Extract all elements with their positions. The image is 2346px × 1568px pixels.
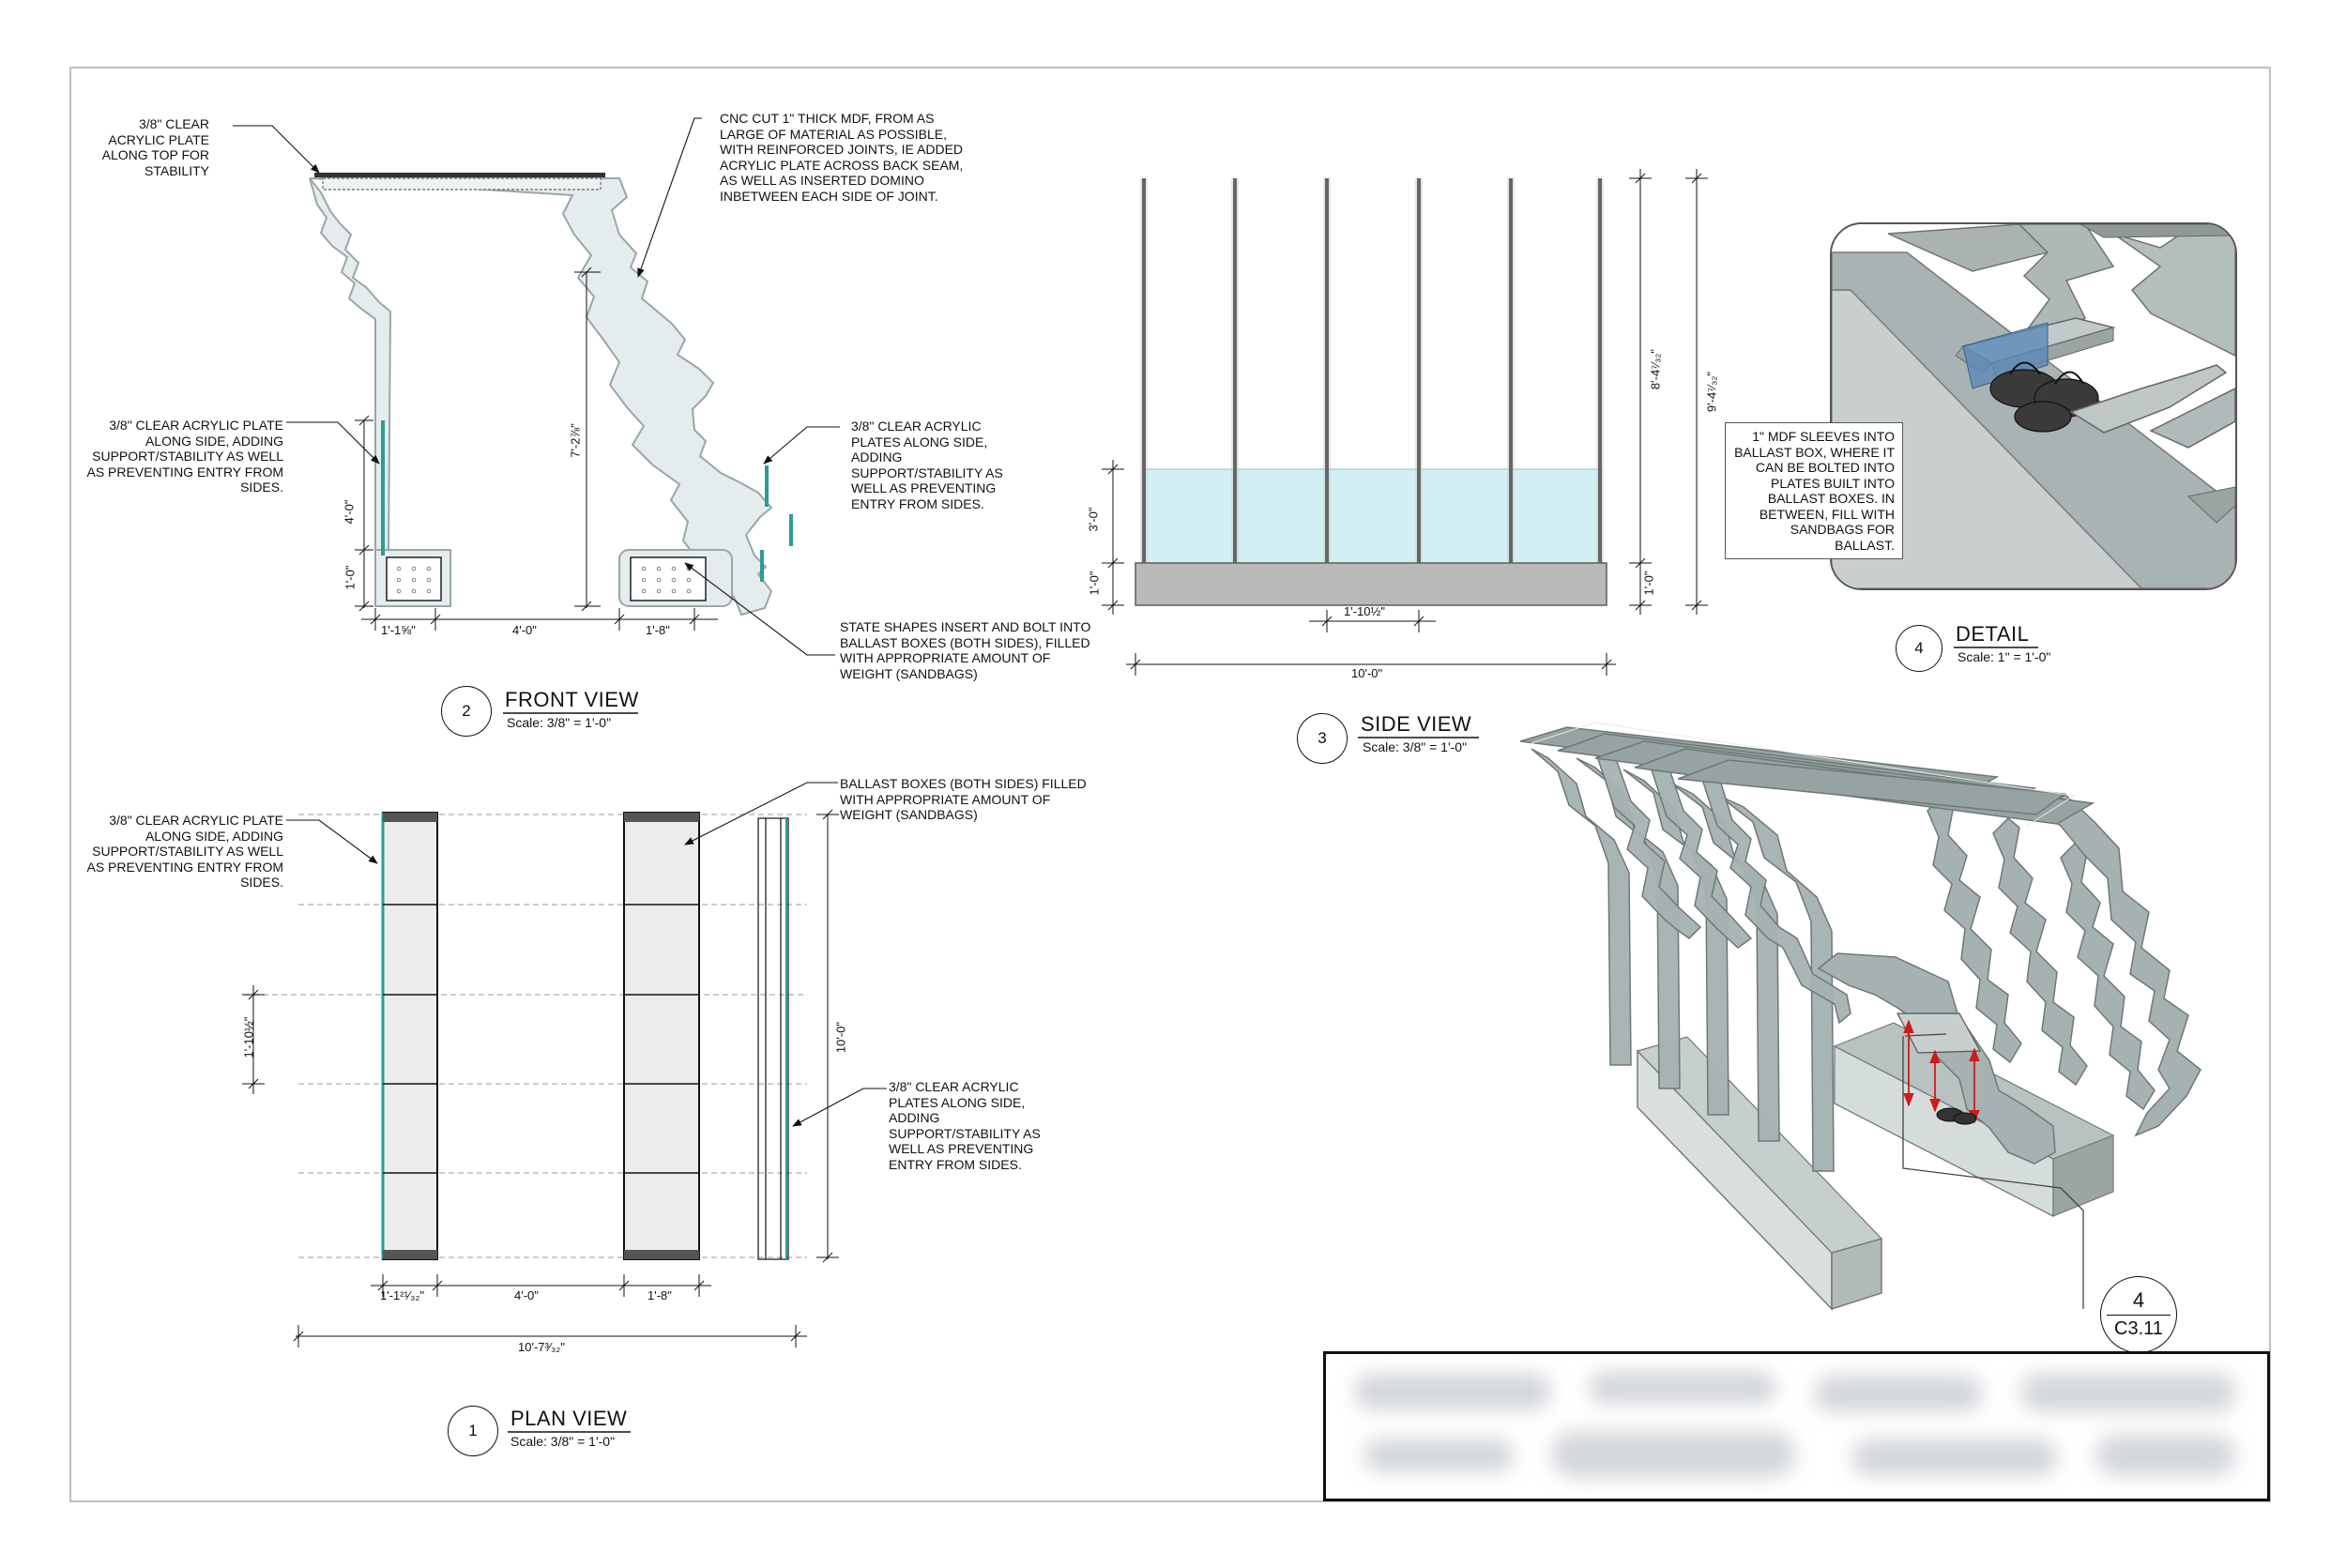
side-view-number: 3 <box>1297 713 1348 764</box>
dim-plan-length: 10'-0" <box>833 1021 848 1054</box>
plan-view-drawing <box>242 782 887 1347</box>
model-3d <box>1519 722 2201 1311</box>
dim-side-bay: 1'-10½" <box>1344 604 1385 618</box>
side-view-scale: Scale: 3/8" = 1'-0" <box>1363 739 1468 754</box>
dim-plan-gap: 4'-0" <box>514 1288 539 1302</box>
dim-front-box-width: 1'-1⅝" <box>381 623 416 637</box>
dim-front-gap: 4'-0" <box>512 623 537 637</box>
note-state-shapes: STATE SHAPES INSERT AND BOLT INTO BALLAS… <box>840 619 1091 681</box>
dim-side-base-height-left: 1'-0" <box>1087 571 1102 596</box>
callout-divider <box>2107 1315 2171 1316</box>
note-plan-right-plates: 3/8" CLEAR ACRYLIC PLATES ALONG SIDE, AD… <box>889 1079 1041 1172</box>
detail-callout-bubble[interactable]: 4 C3.11 <box>2100 1276 2177 1353</box>
detail-view-title: DETAIL <box>1956 622 2030 646</box>
plan-view-scale: Scale: 3/8" = 1'-0" <box>510 1434 616 1449</box>
note-top-plate: 3/8" CLEAR ACRYLIC PLATE ALONG TOP FOR S… <box>101 116 209 178</box>
dim-side-frame-height: 8'-4⁷⁄₃₂" <box>1648 348 1663 390</box>
detail-view-frame <box>1830 222 2237 590</box>
dim-plan-left-width: 1'-1²¹⁄₃₂" <box>380 1288 425 1302</box>
title-block-blur-7 <box>1851 1439 2058 1476</box>
dim-side-length: 10'-0" <box>1351 666 1383 680</box>
note-cnc-mdf: CNC CUT 1" THICK MDF, FROM AS LARGE OF M… <box>720 111 964 204</box>
detail-view-number: 4 <box>1896 625 1942 672</box>
front-view-number: 2 <box>441 686 492 737</box>
title-block-blur-6 <box>1551 1431 1795 1478</box>
dim-side-base-height-right: 1'-0" <box>1641 571 1656 596</box>
detail-sleeves-note: 1" MDF SLEEVES INTO BALLAST BOX, WHERE I… <box>1725 422 1903 559</box>
title-block <box>1323 1351 2270 1501</box>
note-ballast-boxes: BALLAST BOXES (BOTH SIDES) FILLED WITH A… <box>840 776 1087 822</box>
front-view-drawing <box>233 117 840 656</box>
dim-front-box-right: 1'-8" <box>646 623 670 637</box>
plan-view-number: 1 <box>448 1406 498 1456</box>
note-plan-left-plate: 3/8" CLEAR ACRYLIC PLATE ALONG SIDE, ADD… <box>86 813 283 890</box>
dim-side-overall-height: 9'-4⁷⁄₃₂" <box>1704 371 1719 413</box>
plan-view-title: PLAN VIEW <box>510 1407 628 1430</box>
detail-view-scale: Scale: 1" = 1'-0" <box>1958 649 2051 664</box>
detail-view-drawing <box>1832 224 2235 588</box>
side-view-drawing <box>1102 169 1708 676</box>
title-underlines <box>503 647 2038 1433</box>
dim-plan-total-width: 10'-7³⁄₃₂" <box>518 1340 565 1354</box>
title-block-blur-5 <box>1363 1439 1514 1472</box>
callout-detail-number: 4 <box>2132 1288 2145 1312</box>
dim-front-height-total: 7'-2⅞" <box>568 423 583 458</box>
dim-front-box-height: 1'-0" <box>343 565 358 590</box>
title-block-blur-8 <box>2095 1435 2236 1476</box>
front-view-scale: Scale: 3/8" = 1'-0" <box>507 715 612 730</box>
title-block-blur-3 <box>1814 1375 1983 1412</box>
dim-plan-spacing: 1'-10½" <box>241 1016 256 1058</box>
side-view-title: SIDE VIEW <box>1361 712 1472 736</box>
dim-plan-right-width: 1'-8" <box>647 1288 672 1302</box>
note-front-left-plate: 3/8" CLEAR ACRYLIC PLATE ALONG SIDE, ADD… <box>86 418 283 495</box>
dim-front-plate-height: 4'-0" <box>342 499 357 525</box>
title-block-blur-1 <box>1354 1373 1551 1410</box>
sheet-border <box>69 67 2271 1502</box>
dim-side-acrylic-height: 3'-0" <box>1086 507 1101 532</box>
title-block-blur-2 <box>1589 1371 1776 1405</box>
note-front-right-plates: 3/8" CLEAR ACRYLIC PLATES ALONG SIDE, AD… <box>851 419 1003 511</box>
front-view-title: FRONT VIEW <box>505 688 639 711</box>
callout-sheet-number: C3.11 <box>2114 1318 2163 1339</box>
title-block-blur-4 <box>2020 1373 2236 1412</box>
